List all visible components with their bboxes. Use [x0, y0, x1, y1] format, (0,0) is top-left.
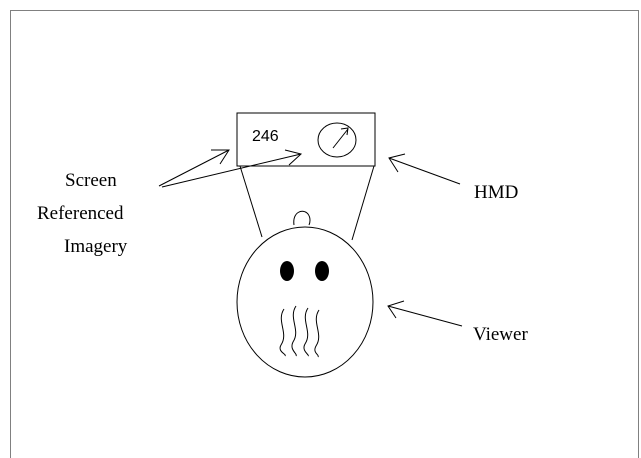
label-line-imagery: Imagery: [64, 236, 128, 257]
label-line-screen: Screen: [65, 170, 117, 191]
right-eye-icon: [315, 261, 329, 281]
hmd-screen-box: [236, 112, 376, 167]
breath-wavy-lines-icon: [279, 305, 320, 358]
viewer-label: Viewer: [473, 324, 528, 345]
hmd-label: HMD: [474, 182, 518, 203]
screen-referenced-imagery-label: Screen Referenced Imagery: [37, 170, 128, 257]
dial-gauge-icon: [317, 122, 357, 158]
arrow-to-display-edge: [158, 149, 230, 187]
diagram-frame: [10, 10, 639, 458]
arrow-to-viewer: [387, 300, 463, 327]
view-line-left: [239, 165, 263, 238]
screen-readout: 246: [252, 128, 279, 145]
left-eye-icon: [280, 261, 294, 281]
face-icon: [236, 226, 374, 378]
viewer-head: [236, 210, 374, 378]
arrow-to-hmd: [388, 153, 461, 185]
label-line-referenced: Referenced: [37, 203, 124, 224]
hmd-display: 246: [236, 112, 376, 167]
view-line-right: [351, 165, 375, 241]
arrow-to-display-center: [161, 149, 303, 188]
nose-icon: [293, 210, 311, 226]
